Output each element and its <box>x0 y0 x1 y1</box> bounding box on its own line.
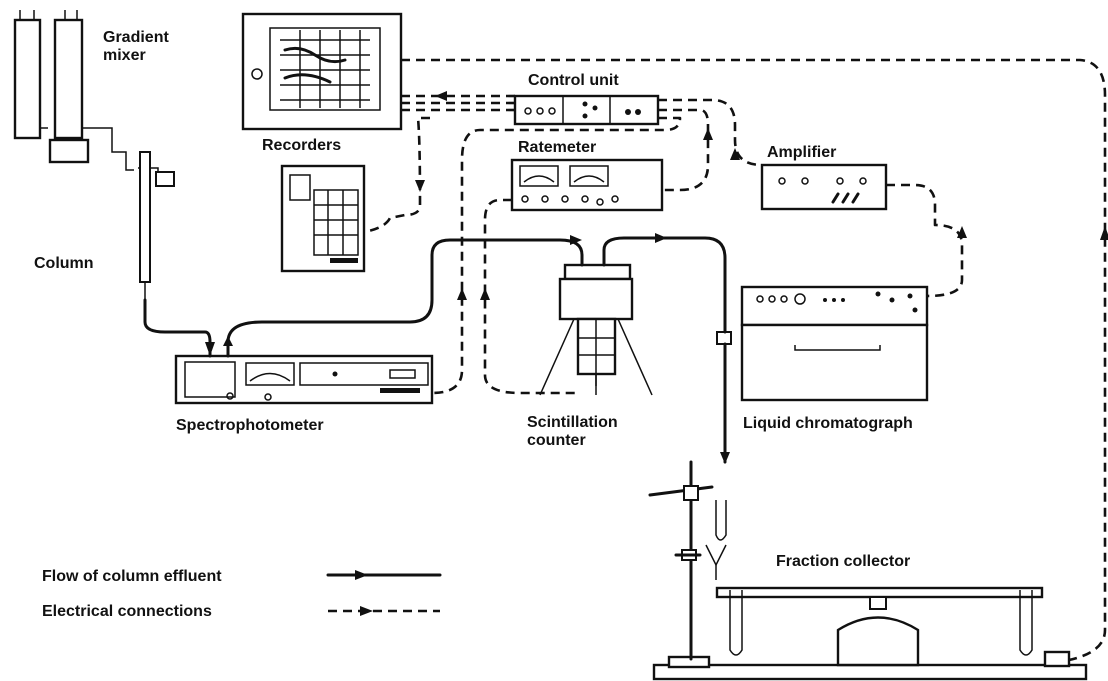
scintillation-counter <box>540 265 652 395</box>
label-liquid-chromatograph: Liquid chromatograph <box>743 415 913 432</box>
label-spectrophotometer: Spectrophotometer <box>176 417 324 434</box>
label-fraction-collector: Fraction collector <box>776 553 910 570</box>
label-control-unit: Control unit <box>528 72 619 89</box>
control-unit <box>515 96 658 124</box>
label-gradient-mixer-2: mixer <box>103 47 146 64</box>
legend-flow-label: Flow of column effluent <box>42 568 222 585</box>
legend-electrical-label: Electrical connections <box>42 603 212 620</box>
label-column: Column <box>34 255 94 272</box>
electrical-connection-lines <box>364 60 1108 660</box>
label-gradient-mixer-1: Gradient <box>103 29 169 46</box>
amplifier <box>762 165 886 209</box>
label-scintillation-1: Scintillation <box>527 414 618 431</box>
column <box>140 152 174 300</box>
recorder-main <box>243 14 401 129</box>
label-ratemeter: Ratemeter <box>518 139 596 156</box>
fraction-collector <box>650 462 1086 679</box>
label-recorders: Recorders <box>262 137 341 154</box>
recorder-secondary <box>282 166 364 271</box>
legend-electrical-arrowhead <box>360 606 373 616</box>
label-scintillation-2: counter <box>527 432 586 449</box>
liquid-chromatograph <box>717 287 927 400</box>
spectrophotometer <box>176 356 432 403</box>
legend-flow-arrowhead <box>355 570 368 580</box>
ratemeter <box>512 160 662 210</box>
legend: Flow of column effluent Electrical conne… <box>42 568 440 620</box>
label-amplifier: Amplifier <box>767 144 836 161</box>
